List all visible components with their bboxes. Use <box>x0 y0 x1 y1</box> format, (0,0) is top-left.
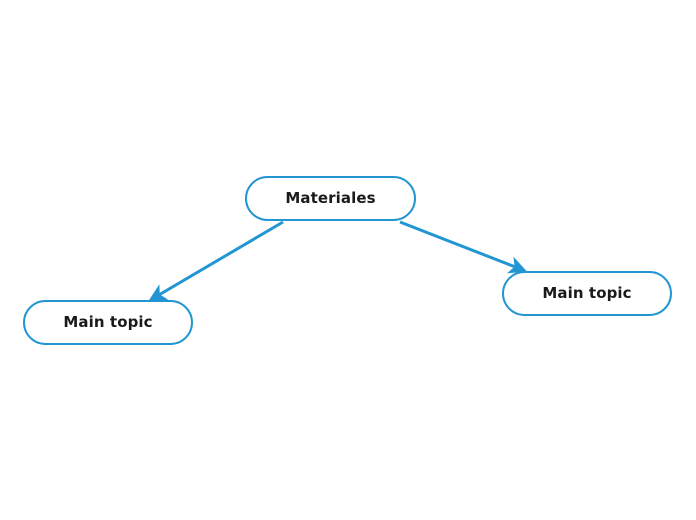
mind-map-node-right[interactable]: Main topic <box>502 271 672 316</box>
connector-root-to-right <box>399 220 527 274</box>
node-label-right: Main topic <box>542 284 632 302</box>
connector-root-to-left <box>148 220 284 302</box>
mind-map-node-left[interactable]: Main topic <box>23 300 193 345</box>
node-label-root: Materiales <box>285 189 376 207</box>
mind-map-node-root[interactable]: Materiales <box>245 176 416 221</box>
node-label-left: Main topic <box>63 313 153 331</box>
